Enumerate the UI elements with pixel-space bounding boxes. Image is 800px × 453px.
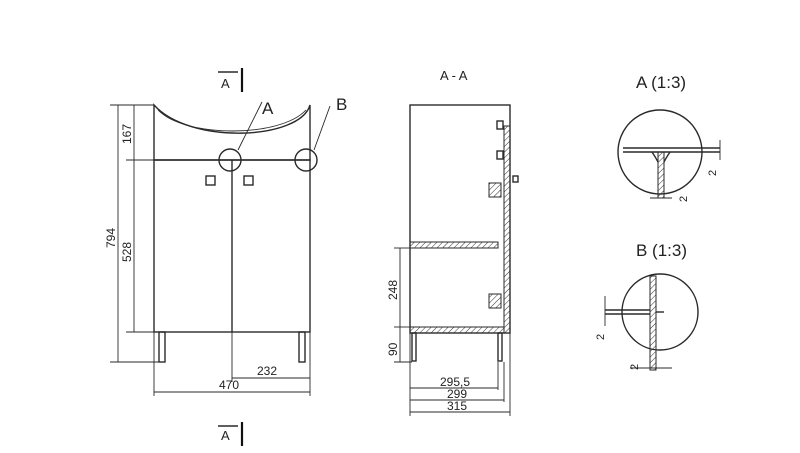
- detail-b-dim-vertical: 2: [595, 334, 607, 340]
- section-marker-top: A: [218, 68, 244, 92]
- dim-total-height: 794: [104, 228, 118, 248]
- detail-a-title: A (1:3): [636, 73, 686, 92]
- callout-b-label: B: [336, 95, 347, 114]
- door-knob-right: [243, 175, 254, 186]
- detail-a-dim-vertical: 2: [707, 170, 719, 176]
- leg-left: [158, 331, 166, 363]
- dim-plinth: 90: [386, 342, 400, 356]
- front-view: A B 794 167 528 232 470: [104, 95, 347, 396]
- basin-outline: [153, 103, 311, 161]
- section-bottom: [409, 326, 505, 334]
- dim-shelf: 248: [386, 280, 400, 300]
- section-shelf: [409, 241, 499, 249]
- dim-half-width: 232: [257, 364, 277, 378]
- door-knob-left: [205, 175, 216, 186]
- dim-depth-total: 315: [447, 399, 467, 413]
- section-view-title: A - A: [440, 68, 468, 83]
- basin-curve: [157, 109, 307, 132]
- section-marker-bottom: A: [218, 422, 244, 446]
- hinge-top: [488, 182, 502, 198]
- detail-b-dim-horizontal: 2: [629, 364, 641, 370]
- dim-depth-mid: 299: [447, 387, 467, 401]
- detail-b-title: B (1:3): [636, 241, 687, 260]
- leg-right: [298, 331, 306, 363]
- dim-depth-inner: 295,5: [440, 375, 470, 389]
- detail-circle-b: [294, 148, 318, 172]
- detail-circle-a: [218, 148, 242, 172]
- section-marker-bottom-label: A: [221, 428, 230, 443]
- section-view: A - A 248 90 295,5 299: [386, 68, 519, 416]
- dim-body-height: 528: [120, 242, 134, 262]
- dim-top-height: 167: [120, 124, 134, 144]
- callout-a-label: A: [262, 99, 274, 118]
- dim-total-width: 470: [219, 378, 239, 392]
- section-marker-top-label: A: [221, 76, 230, 91]
- section-back-panel: [503, 125, 511, 334]
- detail-a: A (1:3) 2 2: [617, 73, 721, 202]
- hinge-bottom: [488, 293, 502, 309]
- detail-b: B (1:3) 2 2: [595, 241, 699, 371]
- detail-a-dim-horizontal: 2: [678, 196, 690, 202]
